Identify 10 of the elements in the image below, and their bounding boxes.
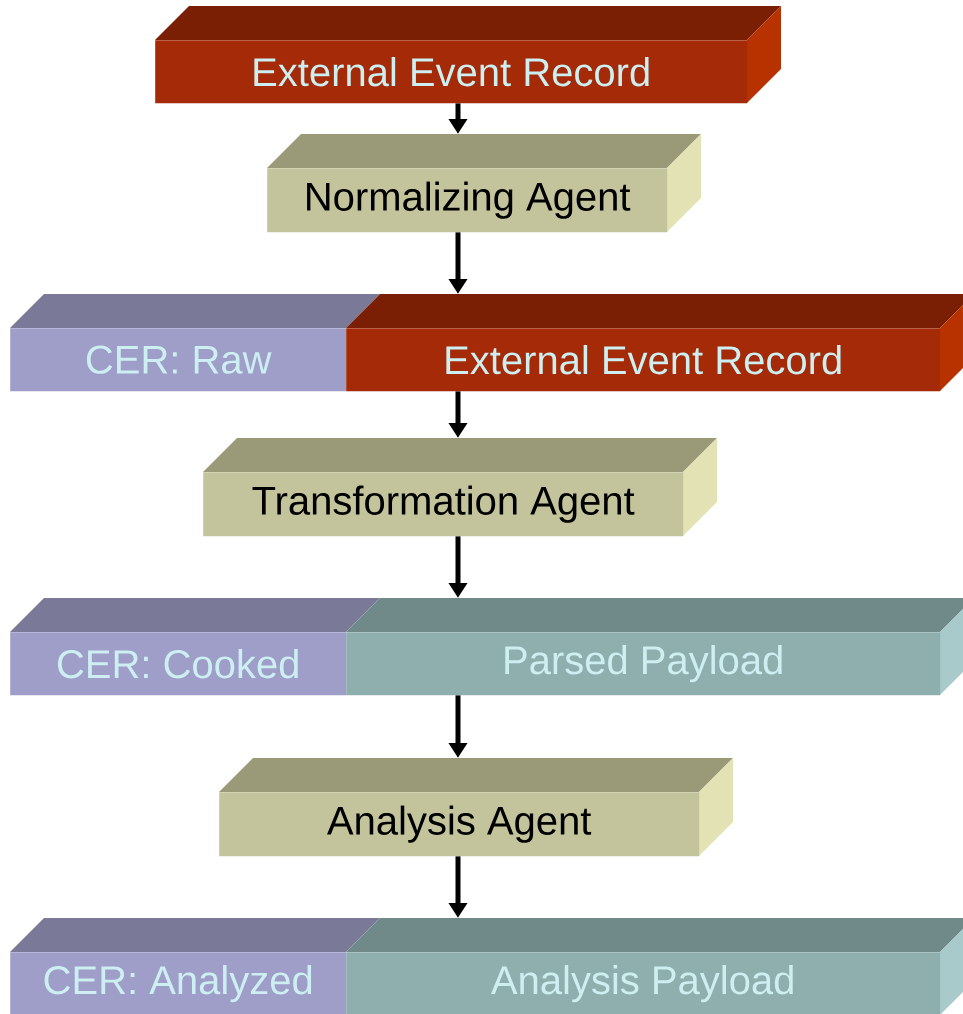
record-block: Parsed Payload [346, 598, 963, 696]
record-block: Analysis Payload [346, 918, 963, 1014]
agent-block: Analysis Agent [219, 758, 733, 857]
record-block: CER: Analyzed [10, 918, 380, 1014]
agent-block: Normalizing Agent [267, 134, 701, 233]
agent-block: Transformation Agent [203, 438, 717, 537]
record-block: CER: Cooked [10, 598, 380, 696]
record-block: External Event Record [155, 6, 781, 104]
record-block: External Event Record [346, 294, 963, 392]
record-block: CER: Raw [10, 294, 380, 392]
